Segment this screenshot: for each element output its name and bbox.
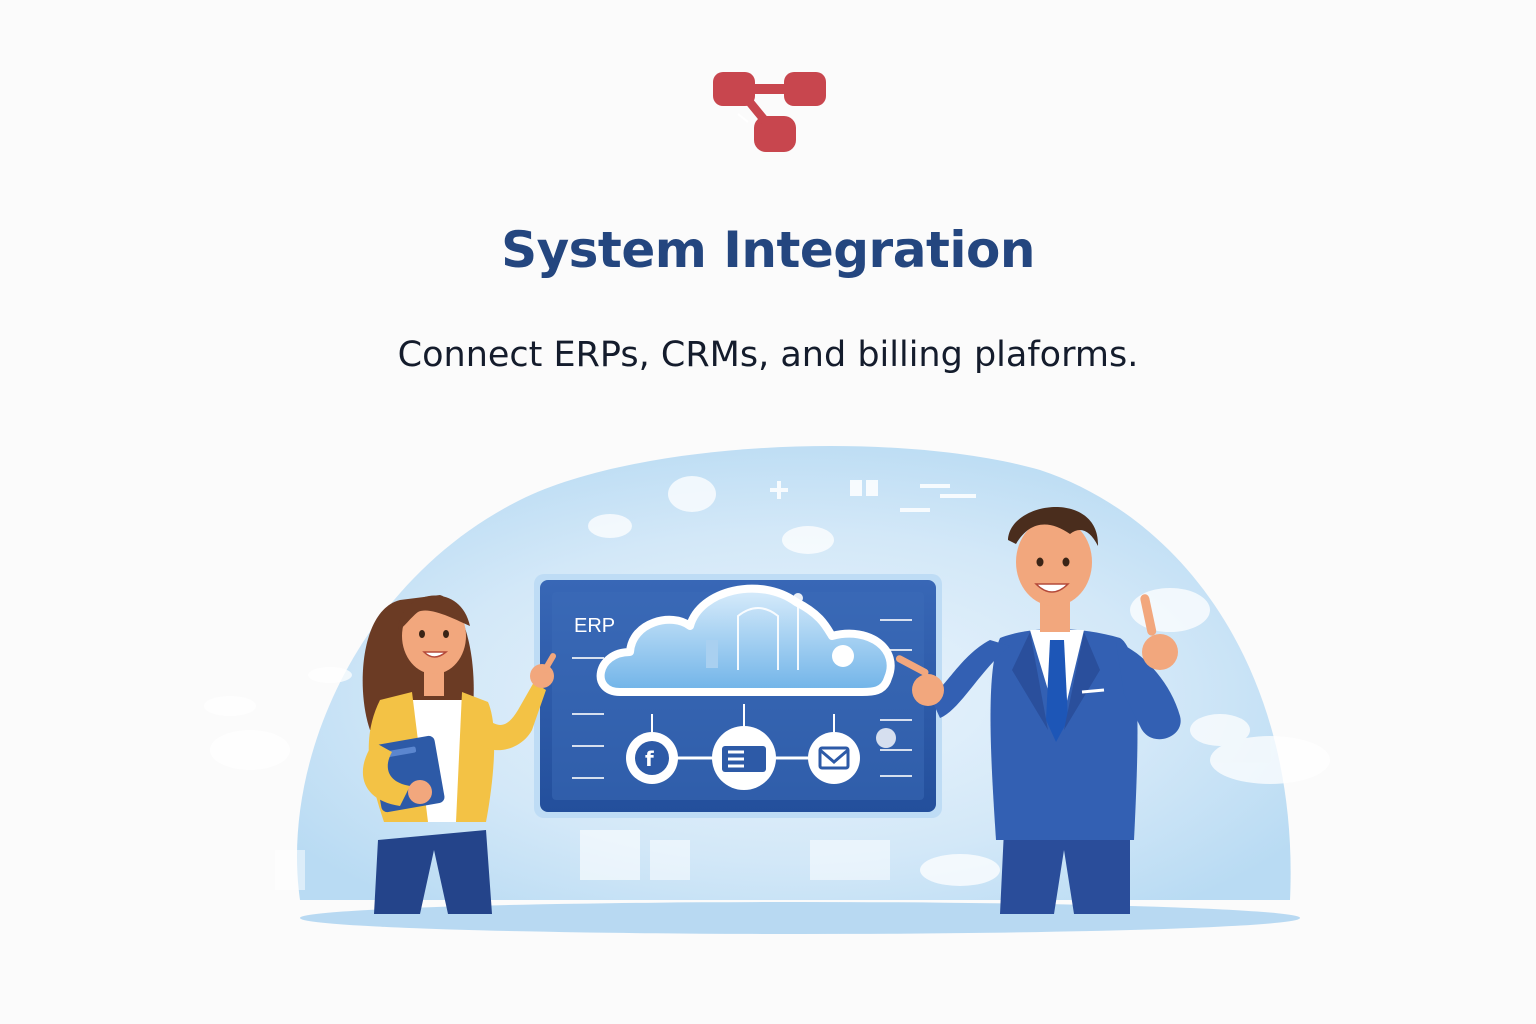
woman-figure — [362, 595, 556, 914]
integration-screen: ERP — [534, 574, 942, 818]
erp-label: ERP — [574, 615, 615, 637]
mail-icon — [808, 732, 860, 784]
network-nodes-icon — [713, 72, 826, 152]
man-figure — [895, 506, 1181, 914]
page-subtitle: Connect ERPs, CRMs, and billing plaforms… — [397, 335, 1139, 375]
cloud-icon — [596, 584, 895, 696]
integration-illustration: ERP — [204, 446, 1330, 934]
tag-icon: f — [626, 732, 678, 784]
svg-text:f: f — [645, 747, 654, 771]
database-icon — [712, 726, 776, 790]
page-title: System Integration — [501, 221, 1035, 279]
